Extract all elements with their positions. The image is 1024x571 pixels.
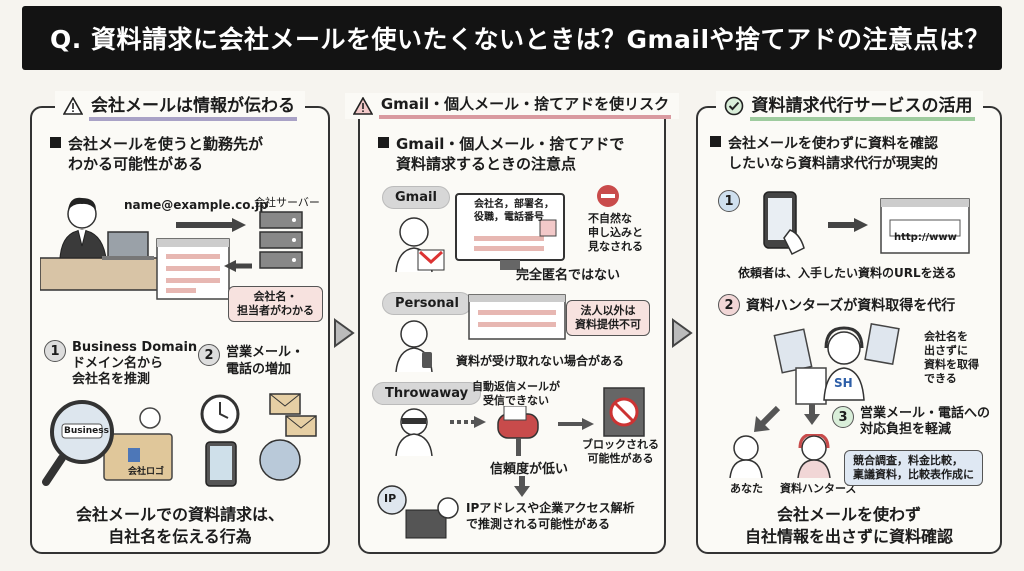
hunter-service-illustration xyxy=(773,322,900,405)
browser-url-icon xyxy=(880,198,970,254)
ip-tracking-illustration xyxy=(377,485,459,539)
warning-icon xyxy=(352,97,373,115)
panel-conclusion: 会社メールを使わず 自社情報を出さずに資料確認 xyxy=(744,505,953,546)
panel-heading: 資料請求代行サービスの活用 xyxy=(749,91,975,121)
arrow-right-icon xyxy=(828,218,868,232)
arrow-left-icon xyxy=(224,260,252,272)
unnatural-text: 不自然な 申し込みと 見なされる xyxy=(588,212,643,253)
warning-icon xyxy=(63,97,83,115)
mailbox-icon xyxy=(497,406,539,456)
office-worker-illustration xyxy=(40,197,169,291)
auto-reply-text: 自動返信メールが 受信できない xyxy=(472,380,560,407)
monitor-form-icon xyxy=(455,193,565,270)
arrow-down-left-icon xyxy=(754,405,781,432)
arrow-right-icon xyxy=(334,318,355,348)
user-avatar-icon xyxy=(729,435,763,478)
server-label: 会社サーバー xyxy=(254,196,320,209)
company-logo-label: 会社ロゴ xyxy=(128,467,165,477)
ip-text: IPアドレスや企業アクセス解析 で推測される可能性がある xyxy=(466,501,635,531)
step1-text: 依頼者は、入手したい資料のURLを送る xyxy=(738,266,957,280)
panel-heading: Gmail・個人メール・捨てアドを使リスク xyxy=(378,93,672,119)
arrow-down-icon xyxy=(804,404,820,425)
point-sales-calls: 2 営業メール・ 電話の増加 xyxy=(198,344,304,378)
url-text: http://www xyxy=(894,232,957,243)
arrow-right-icon xyxy=(672,318,693,348)
service-logo: SH xyxy=(834,376,853,390)
arrow-right-icon xyxy=(558,418,594,430)
prohibited-icon xyxy=(597,185,619,207)
not-received-text: 資料が受け取れない場合がある xyxy=(456,354,625,368)
panel-free-email-risk: Gmail・個人メール・捨てアドを使リスク Gmail・個人メール・捨てアドで … xyxy=(344,93,680,554)
server-icon xyxy=(259,211,303,269)
step-number: 1 xyxy=(718,190,740,212)
person-phone-illustration xyxy=(395,320,433,372)
reveal-info-box: 会社名・ 担当者がわかる xyxy=(228,286,323,322)
throwaway-label: Throwaway xyxy=(372,382,482,405)
use-cases-box: 競合調査，料金比較， 稟議資料，比較表作成に xyxy=(844,450,983,486)
low-trust-text: 信頼度が低い xyxy=(490,462,569,477)
check-circle-icon xyxy=(724,96,743,116)
email-address: name@example.co.jp xyxy=(124,198,268,212)
form-fields-text: 会社名，部署名， 役職，電話番号 xyxy=(474,199,554,223)
page-title: Q. 資料請求に会社メールを使いたくないときは？Gmailや捨てアドの注意点は？ xyxy=(22,6,1002,70)
hidden-name-text: 会社名を 出さずに 資料を取得 できる xyxy=(924,330,979,385)
not-anonymous-text: 完全匿名ではない xyxy=(516,268,621,283)
arrow-down-icon xyxy=(514,476,530,497)
gmail-label: Gmail xyxy=(382,186,450,209)
bullet-text: Gmail・個人メール・捨てアドで 資料請求するときの注意点 xyxy=(378,134,624,174)
disguised-person-illustration xyxy=(395,408,433,456)
notification-flood-illustration xyxy=(200,393,317,487)
step-2: 2 資料ハンターズが資料取得を代行 xyxy=(718,294,955,316)
corporate-only-box: 法人以外は 資料提供不可 xyxy=(566,300,650,336)
hunters-label: 資料ハンターズ xyxy=(780,482,857,495)
panel-company-email: 会社メールは情報が伝わる 会社メールを使うと勤務先が わかる可能性がある nam… xyxy=(30,91,330,554)
point-domain: 1 Business Domain ドメイン名から 会社名を推測 xyxy=(44,340,197,388)
blocked-server-icon xyxy=(603,387,645,437)
panel-proxy-service: 資料請求代行サービスの活用 会社メールを使わずに資料を確認 したいなら資料請求代… xyxy=(696,91,1002,554)
bullet-text: 会社メールを使うと勤務先が わかる可能性がある xyxy=(50,134,263,174)
personal-label: Personal xyxy=(382,292,472,315)
bullet-text: 会社メールを使わずに資料を確認 したいなら資料請求代行が現実的 xyxy=(710,134,938,174)
arrow-right-icon xyxy=(450,416,486,428)
ip-icon: IP xyxy=(384,492,397,505)
panel-heading: 会社メールは情報が伝わる xyxy=(89,91,297,121)
smartphone-tap-icon xyxy=(763,191,805,256)
blocked-text: ブロックされる 可能性がある xyxy=(582,438,659,465)
web-form-icon xyxy=(468,294,566,340)
step-3: 3 営業メール・電話への 対応負担を軽減 xyxy=(832,406,990,438)
arrow-right-icon xyxy=(176,218,246,232)
person-gmail-illustration xyxy=(395,217,445,273)
hunter-avatar-icon xyxy=(797,434,831,478)
magnifier-icon xyxy=(42,400,173,486)
form-document-icon xyxy=(156,238,230,300)
panel-conclusion: 会社メールでの資料請求は、 自社名を伝える行為 xyxy=(75,505,284,546)
you-label: あなた xyxy=(730,482,763,495)
magnifier-text: Business xyxy=(64,426,109,436)
